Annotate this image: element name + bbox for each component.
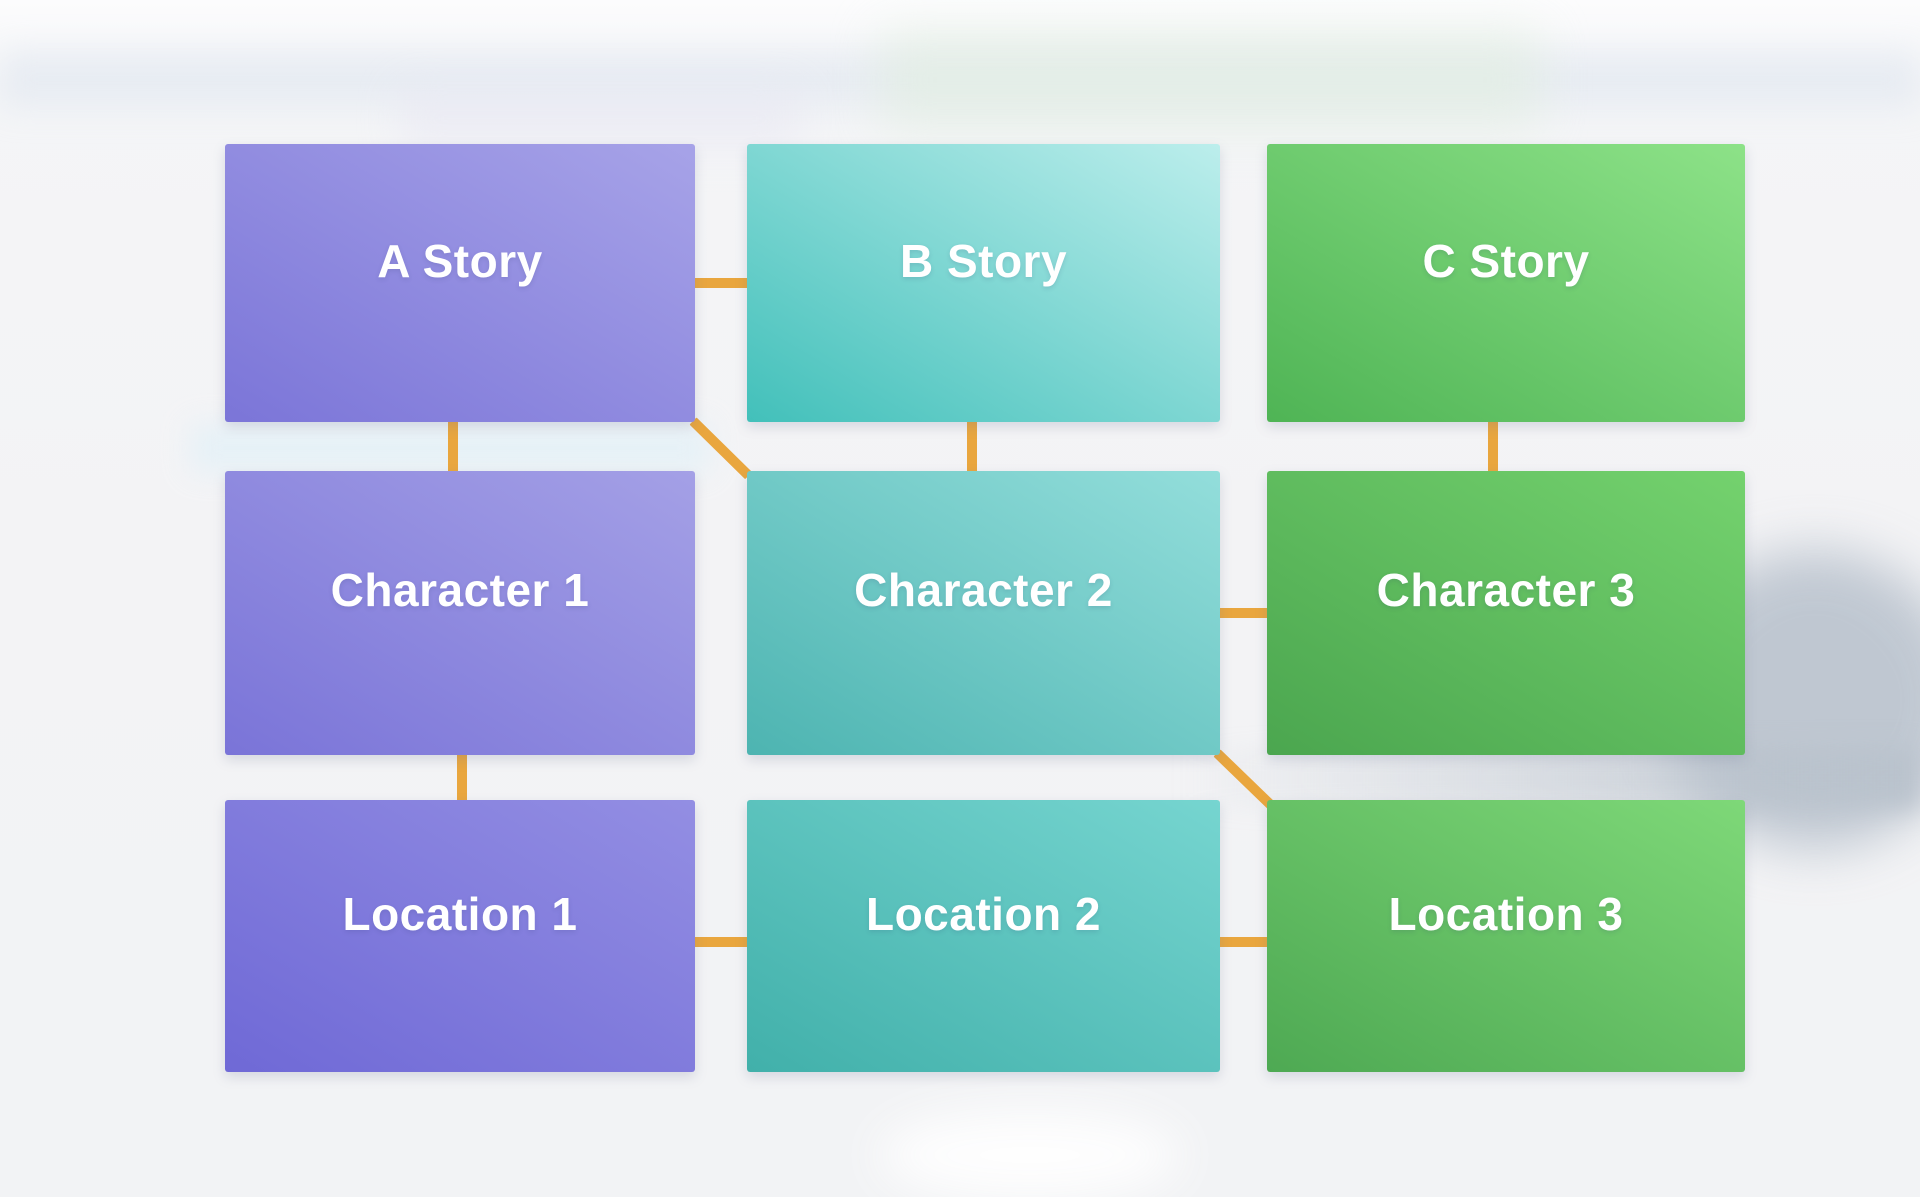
background-blur-white-glow — [880, 1110, 1180, 1197]
node-character-1[interactable]: Character 1 — [225, 471, 695, 755]
connector-bstory-character2 — [967, 418, 977, 475]
node-character-3-label: Character 3 — [1376, 564, 1636, 617]
connector-character1-location1 — [457, 752, 467, 804]
node-location-3-label: Location 3 — [1388, 888, 1624, 941]
node-b-story[interactable]: B Story — [747, 144, 1220, 422]
connector-location2-location3 — [1217, 937, 1270, 947]
node-c-story-label: C Story — [1422, 234, 1590, 287]
node-location-1[interactable]: Location 1 — [225, 800, 695, 1072]
connector-location1-location2 — [692, 937, 750, 947]
background-blur-top-band — [0, 50, 1920, 108]
connector-character2-character3 — [1217, 608, 1270, 618]
node-character-2-label: Character 2 — [854, 564, 1113, 617]
connector-astory-bstory — [692, 278, 750, 288]
node-location-3[interactable]: Location 3 — [1267, 800, 1745, 1072]
node-location-2-label: Location 2 — [865, 888, 1102, 941]
background-blur-lavender-tint — [400, 88, 800, 148]
node-c-story[interactable]: C Story — [1267, 144, 1745, 422]
connector-astory-character1 — [448, 418, 458, 475]
node-a-story[interactable]: A Story — [225, 144, 695, 422]
node-character-2[interactable]: Character 2 — [747, 471, 1220, 755]
background-blur-green-tint — [880, 30, 1540, 130]
connector-astory-character2 — [689, 417, 753, 480]
node-a-story-label: A Story — [377, 234, 543, 287]
connector-cstory-character3 — [1488, 418, 1498, 475]
node-location-2[interactable]: Location 2 — [747, 800, 1220, 1072]
background-blur-gray-smear — [1180, 748, 1920, 808]
node-b-story-label: B Story — [899, 234, 1068, 287]
node-character-1-label: Character 1 — [330, 564, 590, 617]
node-location-1-label: Location 1 — [342, 888, 578, 941]
connector-character2-location3 — [1213, 749, 1276, 810]
node-character-3[interactable]: Character 3 — [1267, 471, 1745, 755]
